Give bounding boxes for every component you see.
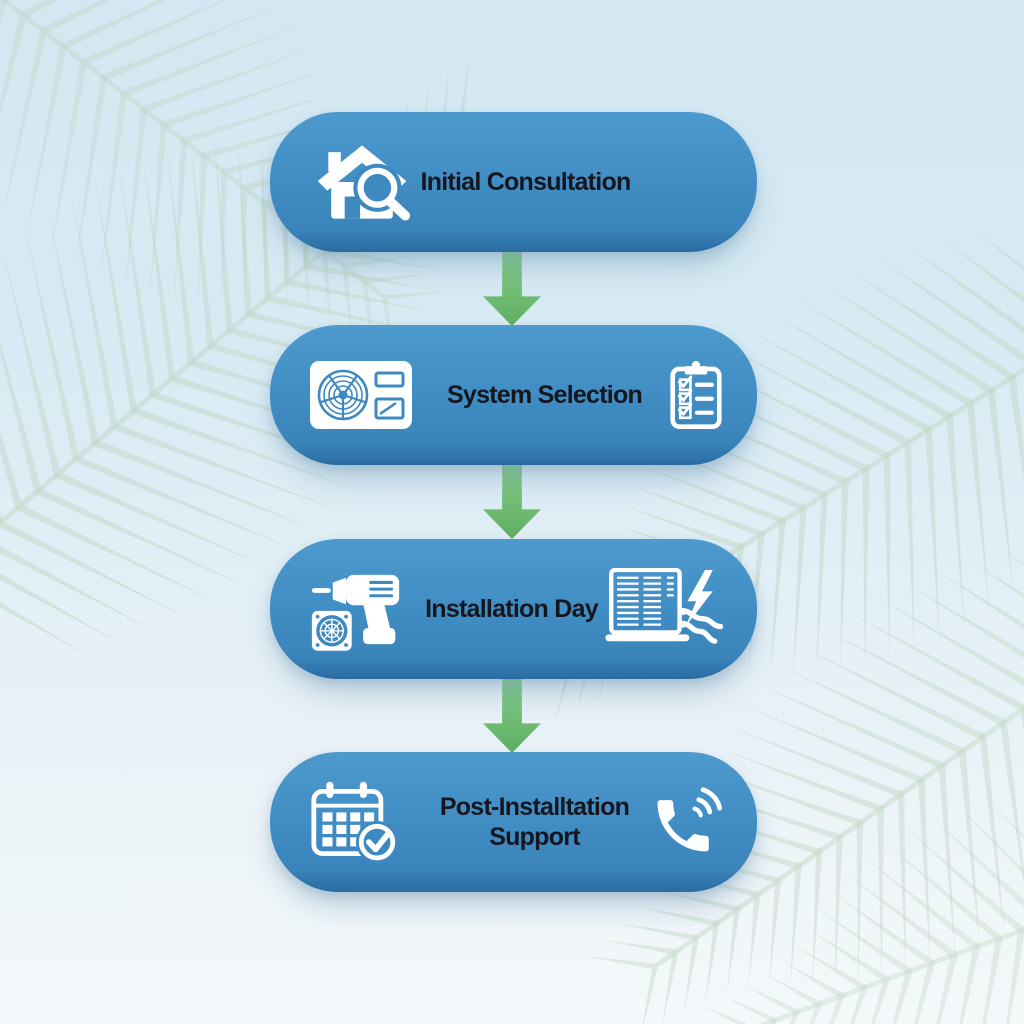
step-label: Initial Consultation	[420, 167, 632, 196]
house-search-icon	[304, 140, 420, 224]
phone-call-icon	[649, 784, 723, 860]
ac-unit-icon	[304, 361, 420, 429]
clipboard-checklist-icon	[669, 360, 723, 430]
drill-fan-icon	[304, 563, 420, 655]
step-box-installation-day: Installation Day	[270, 539, 757, 679]
step-box-initial-consultation: Initial Consultation	[270, 112, 757, 252]
step-label: Installation Day	[425, 594, 599, 623]
calendar-check-icon	[304, 778, 420, 866]
step-box-post-installation-support: Post-Installtation Support	[270, 752, 757, 892]
step-label: System Selection	[446, 380, 643, 409]
step-box-system-selection: System Selection	[270, 325, 757, 465]
ac-condenser-power-icon	[603, 568, 723, 650]
step-label: Post-Installtation Support	[439, 792, 630, 852]
